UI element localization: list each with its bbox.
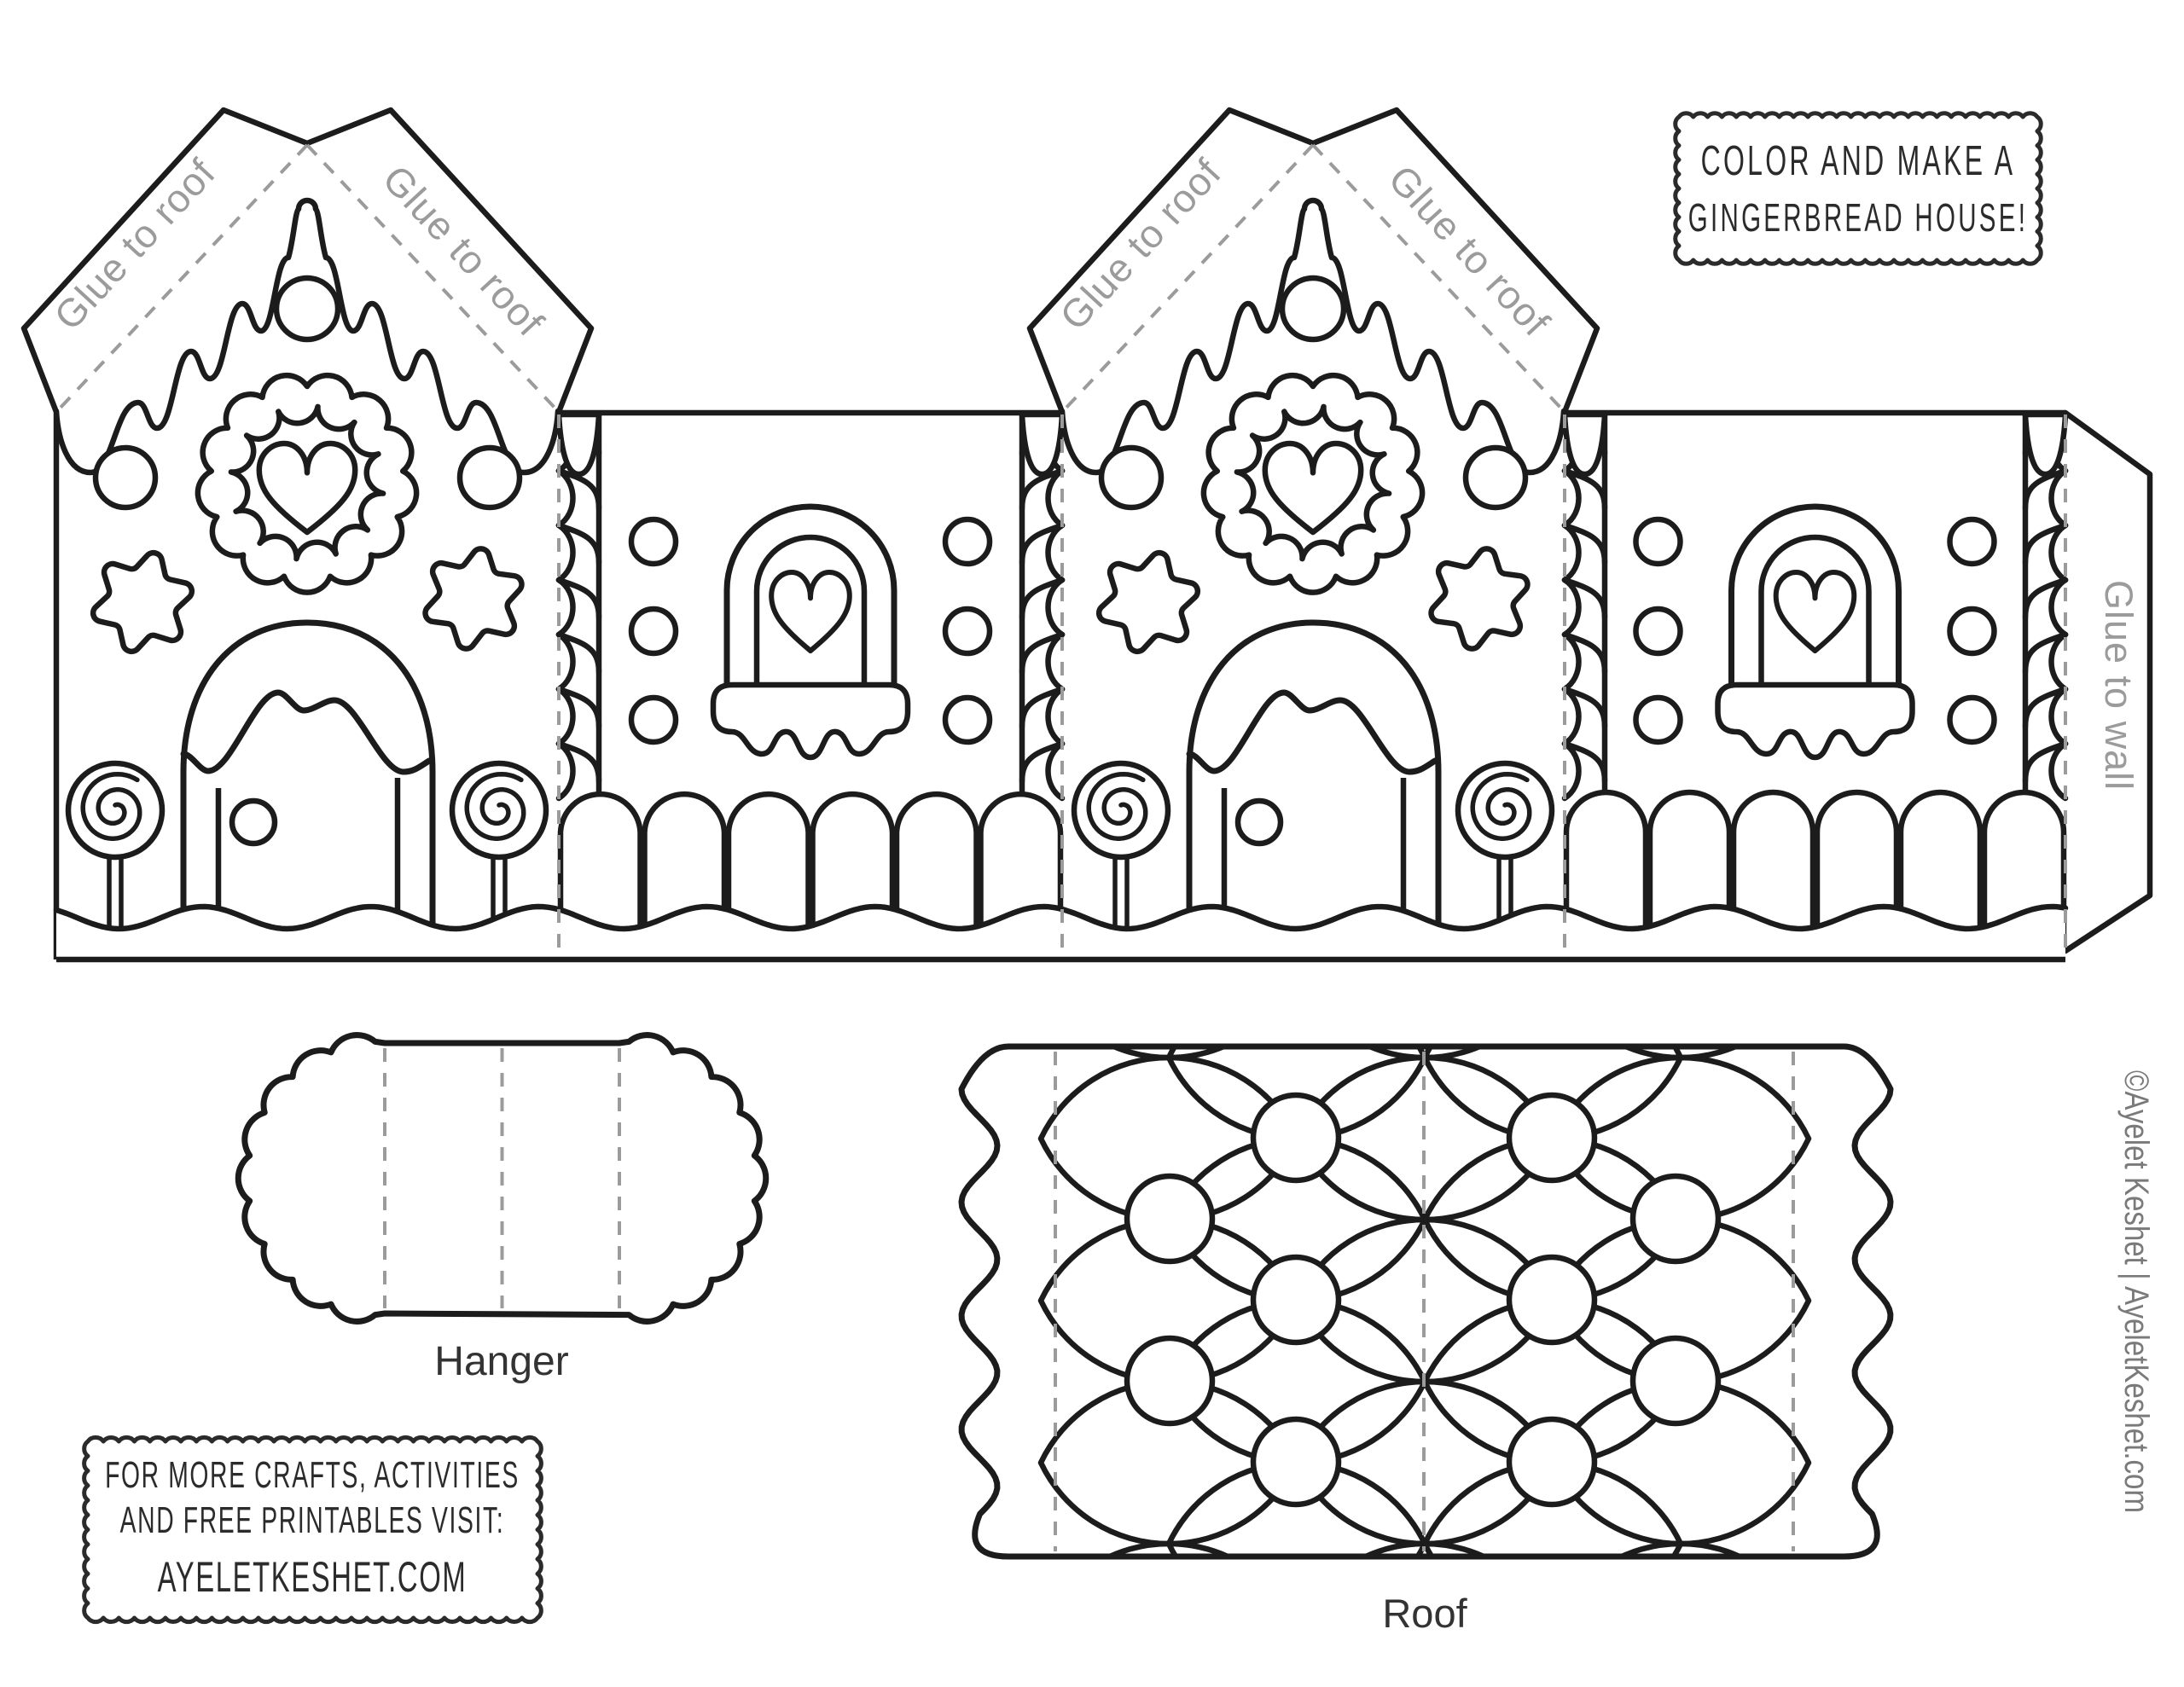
svg-text:Hanger: Hanger [434,1339,568,1384]
svg-text:GINGERBREAD HOUSE!: GINGERBREAD HOUSE! [1688,196,2028,240]
svg-text:AND FREE PRINTABLES VISIT:: AND FREE PRINTABLES VISIT: [120,1499,505,1540]
svg-text:Glue to wall: Glue to wall [2097,580,2140,791]
svg-text:FOR MORE CRAFTS, ACTIVITIES: FOR MORE CRAFTS, ACTIVITIES [105,1454,520,1495]
svg-text:©Ayelet Keshet | AyeletKeshet.: ©Ayelet Keshet | AyeletKeshet.com [2117,1070,2155,1513]
svg-text:AYELETKESHET.COM: AYELETKESHET.COM [158,1553,468,1601]
svg-text:Roof: Roof [1382,1591,1467,1636]
svg-text:COLOR AND MAKE A: COLOR AND MAKE A [1701,137,2016,183]
